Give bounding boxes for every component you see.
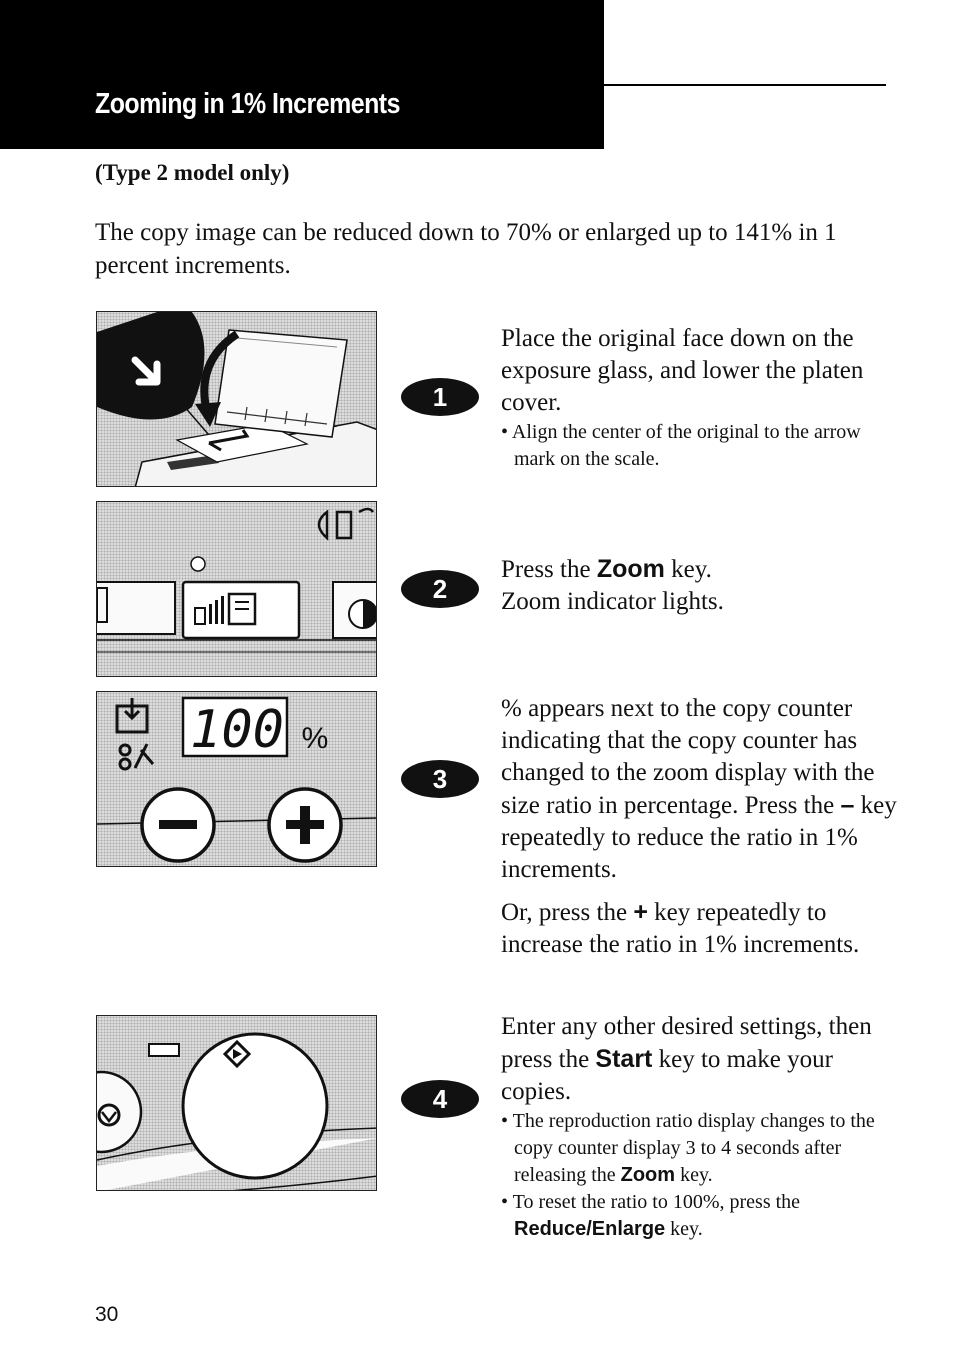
step-2-badge: 2 <box>401 570 479 608</box>
page-title: Zooming in 1% Increments <box>95 88 400 120</box>
illustration-start-key <box>96 1015 377 1191</box>
step-4-badge: 4 <box>401 1080 479 1118</box>
step-1-badge: 1 <box>401 378 479 416</box>
step-3-badge: 3 <box>401 760 479 798</box>
header-rule <box>0 84 886 86</box>
step-4-note-1: • The reproduction ratio display changes… <box>501 1110 875 1186</box>
step-4-instruction: Enter any other desired settings, then p… <box>501 1013 872 1105</box>
illustration-platen-cover <box>96 311 377 487</box>
step-4-text: Enter any other desired settings, then p… <box>501 1011 901 1243</box>
step-1-instruction: Place the original face down on the expo… <box>501 325 864 416</box>
reduce-enlarge-key-label: Reduce/Enlarge <box>514 1218 666 1240</box>
step-1-note: • Align the center of the original to th… <box>501 421 861 470</box>
step-2-text: Press the Zoom key. Zoom indicator light… <box>501 553 901 618</box>
svg-text:3: 3 <box>433 764 447 794</box>
svg-text:1: 1 <box>433 382 447 412</box>
step-3-text: % appears next to the copy counter indic… <box>501 693 901 961</box>
step-3-instruction-plus: Or, press the + key repeatedly to increa… <box>501 898 860 958</box>
step-2-result: Zoom indicator lights. <box>501 588 724 615</box>
svg-text:4: 4 <box>433 1084 448 1114</box>
step-4-note-2: • To reset the ratio to 100%, press the … <box>501 1191 801 1240</box>
step-2-instruction: Press the Zoom key. <box>501 555 712 583</box>
zoom-key-label-note: Zoom <box>620 1164 676 1186</box>
svg-text:2: 2 <box>433 574 447 604</box>
intro-paragraph: The copy image can be reduced down to 70… <box>95 219 837 279</box>
header-bar <box>0 0 604 149</box>
step-1-text: Place the original face down on the expo… <box>501 323 901 473</box>
plus-key-label: + <box>633 898 648 926</box>
illustration-zoom-key <box>96 501 377 677</box>
subtitle: (Type 2 model only) <box>95 160 290 185</box>
illustration-zoom-display: 100 % <box>96 691 377 867</box>
zoom-display-unit: % <box>302 722 329 755</box>
zoom-display-value: 100 <box>190 700 284 760</box>
step-3-instruction: % appears next to the copy counter indic… <box>501 695 897 883</box>
zoom-key-label: Zoom <box>596 555 665 583</box>
minus-key-label: – <box>840 791 855 819</box>
page-number: 30 <box>95 1303 119 1326</box>
start-key-label: Start <box>595 1045 653 1073</box>
